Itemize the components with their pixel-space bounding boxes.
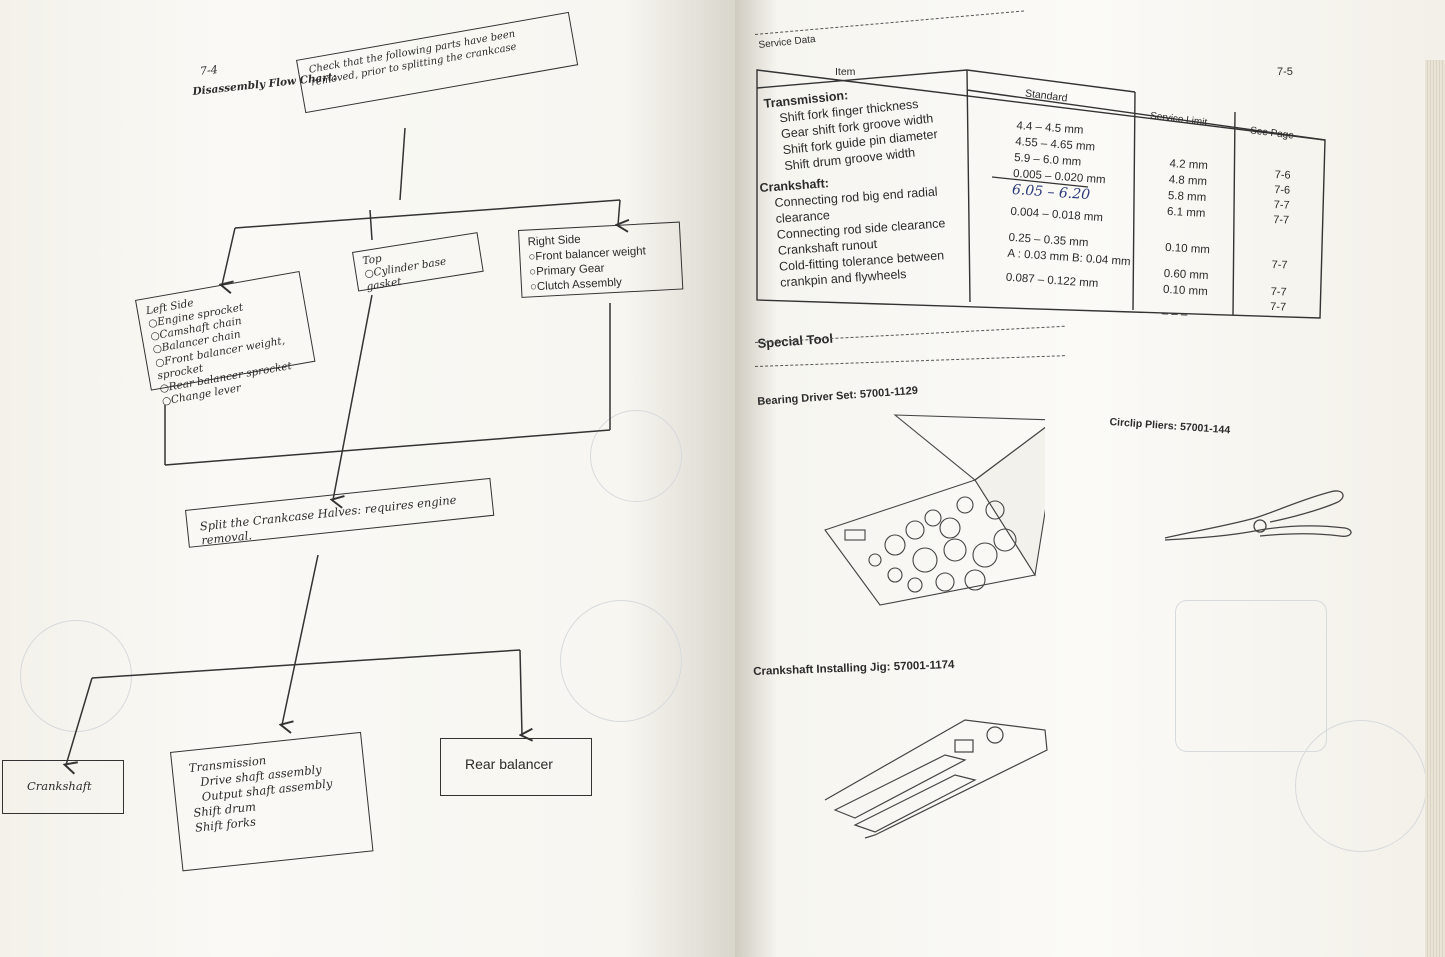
table-cell: 7-6: [1274, 168, 1291, 182]
ghost-gear: [560, 600, 682, 722]
right-page: Service Data 7-5 Item Standard Service L…: [735, 0, 1445, 957]
page-number: 7-5: [1277, 66, 1293, 78]
table-limit-column: 4.2 mm 4.8 mm 5.8 mm 6.1 mm 0.10 mm 0.60…: [1161, 156, 1214, 324]
table-cell: – – –: [1161, 307, 1188, 322]
page-edges-right: [1425, 60, 1445, 957]
ghost-gear: [590, 410, 682, 502]
table-cell: 7-7: [1270, 285, 1287, 299]
flow-box-crankshaft: Crankshaft: [2, 760, 124, 814]
table-cell: 7-7: [1269, 300, 1287, 314]
ghost-gear: [1295, 720, 1427, 852]
flow-box-transmission: Transmission Drive shaft assembly Output…: [170, 731, 374, 872]
circlip-pliers-illustration: [1164, 490, 1352, 541]
ghost-diagram: [1175, 600, 1327, 752]
table-cell: 7-6: [1274, 183, 1291, 197]
table-standard-column: 4.4 – 4.5 mm 4.55 – 4.65 mm 5.9 – 6.0 mm…: [1005, 118, 1140, 294]
table-cell: 0.10 mm: [1162, 283, 1208, 299]
table-header: Item: [835, 66, 856, 78]
crankshaft-jig-illustration: [824, 719, 1048, 839]
strikethrough: [991, 176, 1089, 188]
left-page: 7-4 Disassembly Flow Chart:: [0, 0, 735, 957]
flow-box-rear-balancer-text: Rear balancer: [465, 756, 553, 772]
table-cell: 6.1 mm: [1166, 205, 1206, 220]
tool-number: 57001-1174: [893, 658, 955, 674]
table-item-column-2: Crankshaft: Connecting rod big end radia…: [759, 166, 971, 292]
right-side-content: Right Side ○Front balancer weight ○Prima…: [519, 223, 682, 301]
transmission-content: Transmission Drive shaft assembly Output…: [171, 733, 370, 847]
table-cell: 0.10 mm: [1164, 241, 1211, 257]
flow-box-rear-balancer: Rear balancer: [440, 738, 592, 796]
table-cell: 7-7: [1271, 258, 1288, 272]
flow-box-crankshaft-text: Crankshaft: [27, 779, 92, 793]
flow-box-right-side: Right Side ○Front balancer weight ○Prima…: [518, 221, 684, 301]
service-table-frame: [756, 69, 1326, 319]
table-cell: 7-7: [1272, 213, 1290, 227]
bearing-driver-set-illustration: [824, 414, 1045, 606]
table-cell: 7-7: [1273, 198, 1290, 212]
flow-chart-connectors: [0, 127, 735, 957]
